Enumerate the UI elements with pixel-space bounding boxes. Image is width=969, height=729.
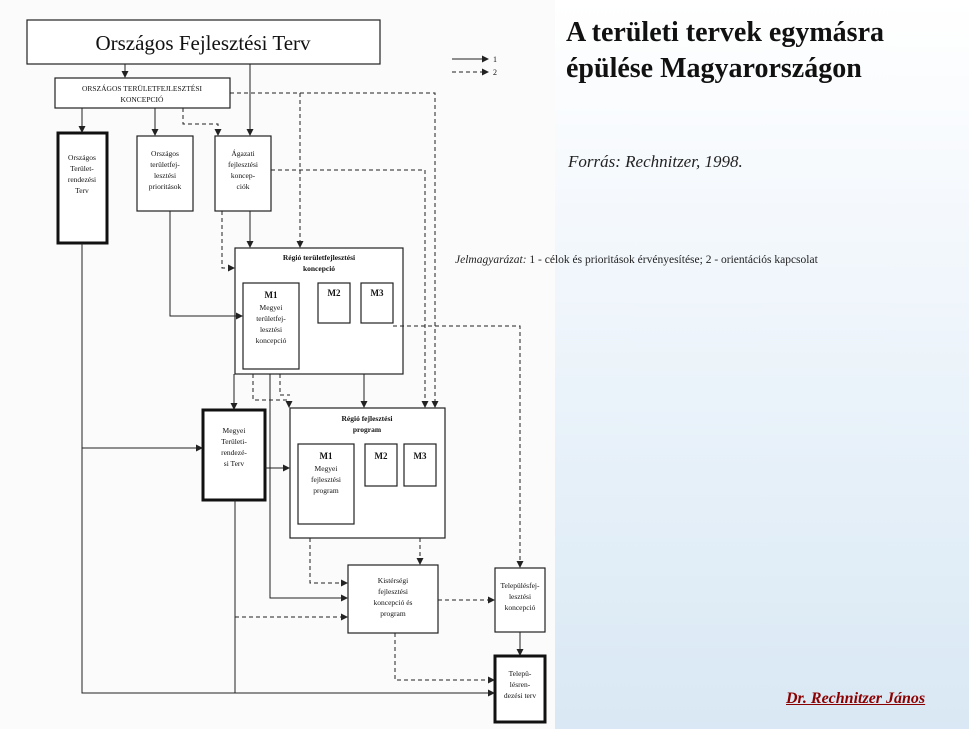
svg-text:fejlesztési: fejlesztési: [311, 475, 341, 484]
svg-text:dezési terv: dezési terv: [504, 691, 537, 700]
svg-text:program: program: [380, 609, 406, 618]
svg-text:ciók: ciók: [237, 182, 250, 191]
svg-text:Országos: Országos: [68, 153, 96, 162]
box-agazati-fejlesztesi-koncepciok: Ágazati fejlesztési koncep- ciók: [214, 135, 272, 212]
svg-text:M3: M3: [414, 451, 427, 461]
svg-text:Régió fejlesztési: Régió fejlesztési: [341, 414, 392, 423]
box-orszagos-teruletfejlesztesi-koncepcio: ORSZÁGOS TERÜLETFEJLESZTÉSI KONCEPCIÓ: [54, 77, 231, 109]
svg-text:prioritások: prioritások: [149, 182, 182, 191]
svg-text:KONCEPCIÓ: KONCEPCIÓ: [121, 94, 165, 104]
box-telepulesrendezesi-terv: Telepü- lésren- dezési terv: [493, 654, 547, 724]
svg-text:Megyei: Megyei: [223, 426, 246, 435]
svg-text:M1: M1: [265, 290, 278, 300]
svg-text:Kistérségi: Kistérségi: [378, 576, 408, 585]
legend-caption: Jelmagyarázat: 1 - célok és prioritások …: [455, 254, 969, 266]
planning-hierarchy-diagram: Országos Fejlesztési Terv ORSZÁGOS TERÜL…: [26, 19, 547, 724]
svg-text:lesztési: lesztési: [509, 592, 531, 601]
box-orszagos-teruletfejlesztesi-prioritasok: Országos területfej- lesztési prioritáso…: [136, 135, 194, 212]
box-rtk-m3: M3: [360, 282, 394, 324]
svg-text:M3: M3: [371, 288, 384, 298]
dashed-connectors: [182, 92, 524, 684]
legend-caption-text: 1 - célok és prioritások érvényesítése; …: [526, 254, 818, 266]
box-kistersegi-koncepcio-es-program: Kistérségi fejlesztési koncepció és prog…: [347, 564, 439, 634]
author-name: Dr. Rechnitzer János: [786, 690, 926, 707]
box-rtk-m2: M2: [317, 282, 351, 324]
svg-text:ORSZÁGOS TERÜLETFEJLESZTÉSI: ORSZÁGOS TERÜLETFEJLESZTÉSI: [82, 83, 203, 93]
svg-text:Településfej-: Településfej-: [500, 581, 540, 590]
svg-text:koncep-: koncep-: [231, 171, 256, 180]
svg-text:koncepció: koncepció: [256, 336, 287, 345]
svg-text:Megyei: Megyei: [260, 303, 283, 312]
svg-text:program: program: [313, 486, 339, 495]
svg-text:Terület-: Terület-: [70, 164, 94, 173]
box-rtk-m1-megyei-koncepcio: M1 Megyei területfej- lesztési koncepció: [242, 282, 300, 370]
svg-text:Telepü-: Telepü-: [509, 669, 532, 678]
svg-text:Országos Fejlesztési Terv: Országos Fejlesztési Terv: [95, 31, 311, 55]
box-rfp-m2: M2: [364, 443, 398, 487]
slide-background: [555, 0, 969, 729]
svg-text:koncepció és: koncepció és: [374, 598, 413, 607]
svg-text:rendezési: rendezési: [68, 175, 96, 184]
svg-text:lesztési: lesztési: [260, 325, 282, 334]
svg-text:koncepció: koncepció: [303, 264, 335, 273]
svg-text:program: program: [353, 425, 382, 434]
legend-caption-heading: Jelmagyarázat:: [455, 254, 527, 266]
svg-text:Terv: Terv: [75, 186, 89, 195]
svg-text:rendezé-: rendezé-: [221, 448, 247, 457]
svg-text:Területi-: Területi-: [221, 437, 247, 446]
svg-text:si Terv: si Terv: [224, 459, 245, 468]
svg-text:lesztési: lesztési: [154, 171, 176, 180]
box-orszagos-fejlesztesi-terv: Országos Fejlesztési Terv: [26, 19, 381, 65]
box-rfp-m1-megyei-program: M1 Megyei fejlesztési program: [297, 443, 355, 525]
svg-text:Megyei: Megyei: [315, 464, 338, 473]
box-megyei-teruletrendezesi-terv: Megyei Területi- rendezé- si Terv: [201, 408, 267, 502]
svg-text:koncepció: koncepció: [505, 603, 536, 612]
svg-text:Országos: Országos: [151, 149, 179, 158]
svg-text:fejlesztési: fejlesztési: [378, 587, 408, 596]
box-rfp-m3: M3: [403, 443, 437, 487]
svg-text:M2: M2: [328, 288, 341, 298]
source-citation: Forrás: Rechnitzer, 1998.: [568, 152, 743, 171]
svg-text:Régió területfejlesztési: Régió területfejlesztési: [283, 253, 355, 262]
slide-title: A területi tervek egymásra épülése Magya…: [566, 17, 884, 84]
svg-text:Ágazati: Ágazati: [231, 148, 254, 158]
svg-text:2: 2: [493, 68, 497, 77]
svg-text:fejlesztési: fejlesztési: [228, 160, 258, 169]
svg-text:M1: M1: [320, 451, 333, 461]
arrow-legend: 1 2: [452, 55, 497, 77]
svg-text:lésren-: lésren-: [510, 680, 531, 689]
svg-text:területfej-: területfej-: [256, 314, 286, 323]
solid-connectors: [78, 64, 524, 697]
svg-text:1: 1: [493, 55, 497, 64]
box-telepulesfejlesztesi-koncepcio: Településfej- lesztési koncepció: [494, 567, 546, 633]
svg-text:területfej-: területfej-: [150, 160, 180, 169]
svg-text:M2: M2: [375, 451, 388, 461]
box-orszagos-teruletrendezesi-terv: Országos Terület- rendezési Terv: [56, 131, 109, 245]
